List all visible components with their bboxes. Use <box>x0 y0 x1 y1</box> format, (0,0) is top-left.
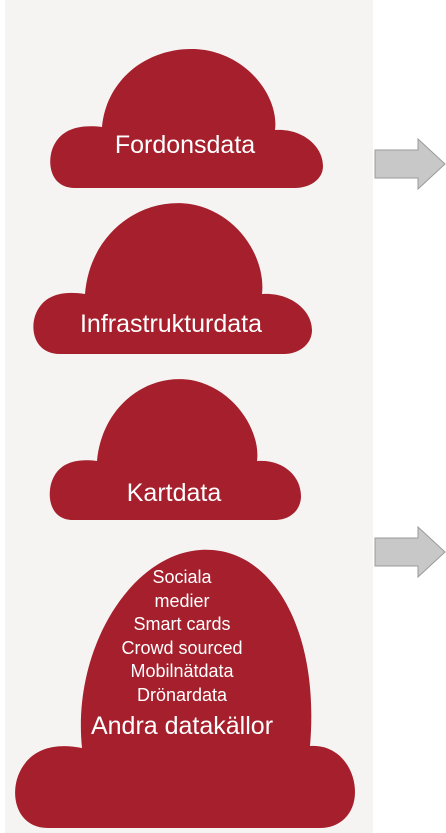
cloud-andra-datakallor <box>15 549 355 828</box>
cloud-line-3: Smart cards <box>133 614 231 634</box>
cloud-line-6: Drönardata <box>136 684 228 705</box>
arrow-right-icon <box>374 138 446 190</box>
cloud-label-fordonsdata: Fordonsdata <box>114 131 256 159</box>
cloud-line-1: Sociala <box>152 567 212 587</box>
cloud-text-andra-datakallor: Sociala medier Smart cards Crowd sourced… <box>64 566 300 743</box>
cloud-label-kartdata: Kartdata <box>126 479 222 507</box>
cloud-infrastrukturdata <box>33 203 312 354</box>
cloud-line-5: Mobilnätdata <box>130 661 234 681</box>
cloud-title-andra-datakallor: Andra datakällor <box>90 712 274 740</box>
cloud-line-4: Crowd sourced <box>121 637 243 658</box>
cloud-line-2: medier <box>154 590 210 611</box>
cloud-label-infrastrukturdata: Infrastrukturdata <box>79 310 263 338</box>
arrow-right-icon <box>374 526 446 578</box>
cloud-fordonsdata <box>50 48 323 188</box>
cloud-kartdata <box>49 379 301 520</box>
